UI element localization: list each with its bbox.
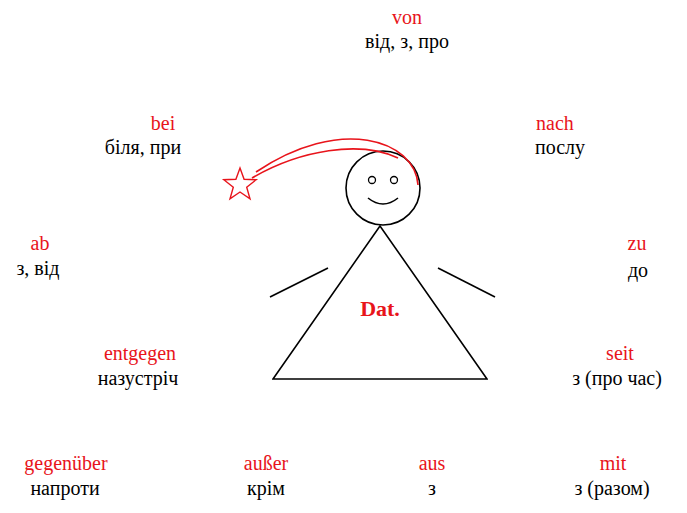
translation: напроти [30,477,99,500]
translation: біля, при [105,136,181,159]
translation: з, від [16,257,59,280]
preposition: gegenüber [24,452,107,475]
translation: послу [535,136,585,159]
preposition: außer [244,452,288,475]
preposition: von [392,6,422,29]
preposition: aus [419,452,446,475]
triangle-body: Dat. [272,225,488,380]
translation: крім [247,477,285,500]
preposition: zu [628,232,647,255]
translation: від, з, про [365,30,449,53]
preposition: mit [600,452,627,475]
preposition: seit [606,342,634,365]
translation: з (про час) [572,367,662,390]
case-label: Dat. [272,296,488,322]
translation: до [628,259,648,282]
translation: з (разом) [574,477,649,500]
preposition: ab [31,232,50,255]
translation: з [428,477,436,500]
preposition: bei [151,112,175,135]
preposition: entgegen [104,342,176,365]
preposition: nach [536,112,574,135]
translation: назустріч [98,367,179,390]
